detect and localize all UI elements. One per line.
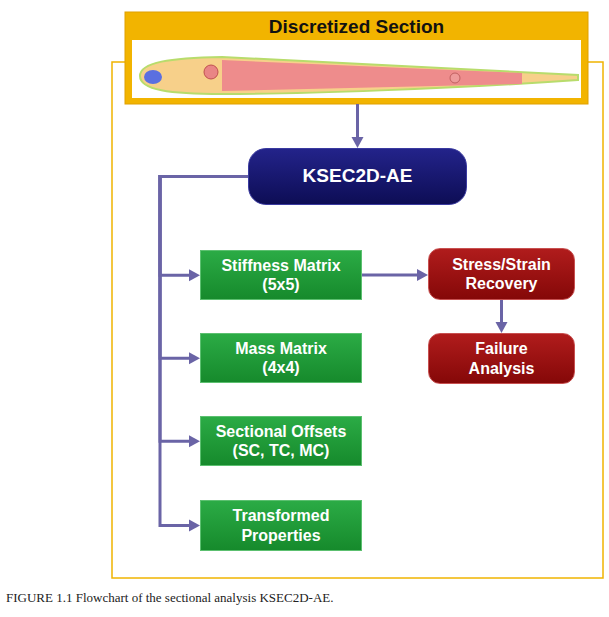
- arrow-head: [496, 322, 508, 333]
- connector: [500, 300, 503, 323]
- spar-cap: [204, 65, 218, 79]
- analysis-box: Failure Analysis: [428, 333, 575, 384]
- arrow-head: [352, 137, 364, 148]
- airfoil-skin: [140, 57, 578, 94]
- output-box: Mass Matrix (4x4): [200, 333, 362, 383]
- connector: [356, 104, 359, 138]
- node-label: Stress/Strain Recovery: [440, 255, 564, 293]
- connector: [362, 274, 418, 277]
- node-label: Stiffness Matrix (5x5): [211, 256, 351, 294]
- arrow-head: [189, 352, 200, 364]
- nose-mass: [144, 70, 162, 84]
- arrow-head: [189, 269, 200, 281]
- label-wrap: Sectional Offsets (SC, TC, MC): [206, 422, 356, 460]
- arrow-head: [189, 435, 200, 447]
- label-wrap: Stiffness Matrix (5x5): [211, 256, 351, 294]
- output-box: Stiffness Matrix (5x5): [200, 250, 362, 300]
- connector: [160, 177, 248, 442]
- airfoil-core: [222, 60, 522, 91]
- node-label: Failure Analysis: [452, 339, 552, 377]
- figure-caption: FIGURE 1.1 Flowchart of the sectional an…: [6, 590, 333, 606]
- node-label: Discretized Section: [269, 16, 444, 39]
- label-wrap: Failure Analysis: [452, 339, 552, 377]
- arrow-head: [417, 269, 428, 281]
- label-wrap: Mass Matrix (4x4): [221, 339, 341, 377]
- node-label: KSEC2D-AE: [303, 165, 413, 188]
- output-box: Sectional Offsets (SC, TC, MC): [200, 416, 362, 466]
- label-wrap: KSEC2D-AE: [303, 165, 413, 188]
- label-wrap: Transformed Properties: [211, 506, 351, 544]
- outer-frame: [112, 62, 603, 578]
- arrow-head: [189, 520, 200, 532]
- tool-box: KSEC2D-AE: [248, 148, 467, 205]
- node-label: Mass Matrix (4x4): [221, 339, 341, 377]
- section-box: Discretized Section: [125, 12, 588, 104]
- node-label: Sectional Offsets (SC, TC, MC): [206, 422, 356, 460]
- image-panel: [132, 40, 581, 98]
- node-label: Transformed Properties: [211, 506, 351, 544]
- analysis-box: Stress/Strain Recovery: [428, 248, 575, 300]
- label-wrap: Stress/Strain Recovery: [440, 255, 564, 293]
- label-wrap: Discretized Section: [269, 16, 444, 39]
- output-box: Transformed Properties: [200, 500, 362, 551]
- web-detail: [450, 73, 460, 83]
- section-panel: [125, 12, 588, 104]
